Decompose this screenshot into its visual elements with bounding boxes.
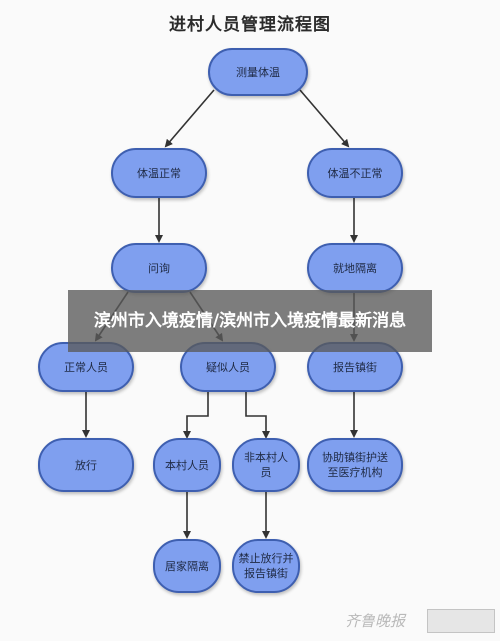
- node-label: 体温正常: [137, 166, 181, 180]
- node-assist-to-hospital: 协助镇街护送 至医疗机构: [307, 438, 403, 492]
- node-label: 协助镇街护送 至医疗机构: [322, 451, 388, 479]
- arrow-suspected-to-non-villager: [245, 392, 270, 439]
- node-label: 禁止放行并 报告镇街: [238, 552, 294, 580]
- node-non-villager: 非本村人 员: [232, 438, 300, 492]
- node-label: 非本村人 员: [244, 451, 288, 479]
- node-temperature-normal: 体温正常: [111, 148, 207, 198]
- node-label: 本村人员: [165, 458, 209, 472]
- node-label: 问询: [148, 261, 170, 275]
- watermark: 齐鲁晚报: [345, 606, 495, 634]
- node-label: 居家隔离: [165, 559, 209, 573]
- node-label: 体温不正常: [327, 166, 383, 180]
- node-label: 疑似人员: [206, 360, 250, 374]
- node-label: 就地隔离: [333, 261, 377, 275]
- caption-text: 滨州市入境疫情/滨州市入境疫情最新消息: [93, 311, 407, 331]
- caption-banner: 滨州市入境疫情/滨州市入境疫情最新消息: [68, 290, 432, 352]
- node-temperature-abnormal: 体温不正常: [307, 148, 403, 198]
- node-villager: 本村人员: [153, 438, 221, 492]
- node-measure-temperature: 测量体温: [208, 48, 308, 96]
- node-label: 正常人员: [64, 360, 108, 374]
- arrow-measure-to-abnormal: [299, 89, 350, 148]
- diagram-title: 进村人员管理流程图: [169, 15, 331, 35]
- node-label: 测量体温: [236, 65, 280, 79]
- node-deny-release: 禁止放行并 报告镇街: [232, 539, 300, 593]
- node-isolate-on-site: 就地隔离: [307, 243, 403, 293]
- watermark-stamp: [427, 609, 495, 633]
- node-release: 放行: [38, 438, 134, 492]
- arrow-suspected-to-villager: [183, 392, 209, 439]
- node-label: 报告镇街: [333, 360, 377, 374]
- node-inquiry: 问询: [111, 243, 207, 293]
- node-label: 放行: [75, 458, 97, 472]
- node-home-isolation: 居家隔离: [153, 539, 221, 593]
- watermark-text: 齐鲁晚报: [345, 611, 406, 630]
- arrow-measure-to-normal: [164, 89, 215, 148]
